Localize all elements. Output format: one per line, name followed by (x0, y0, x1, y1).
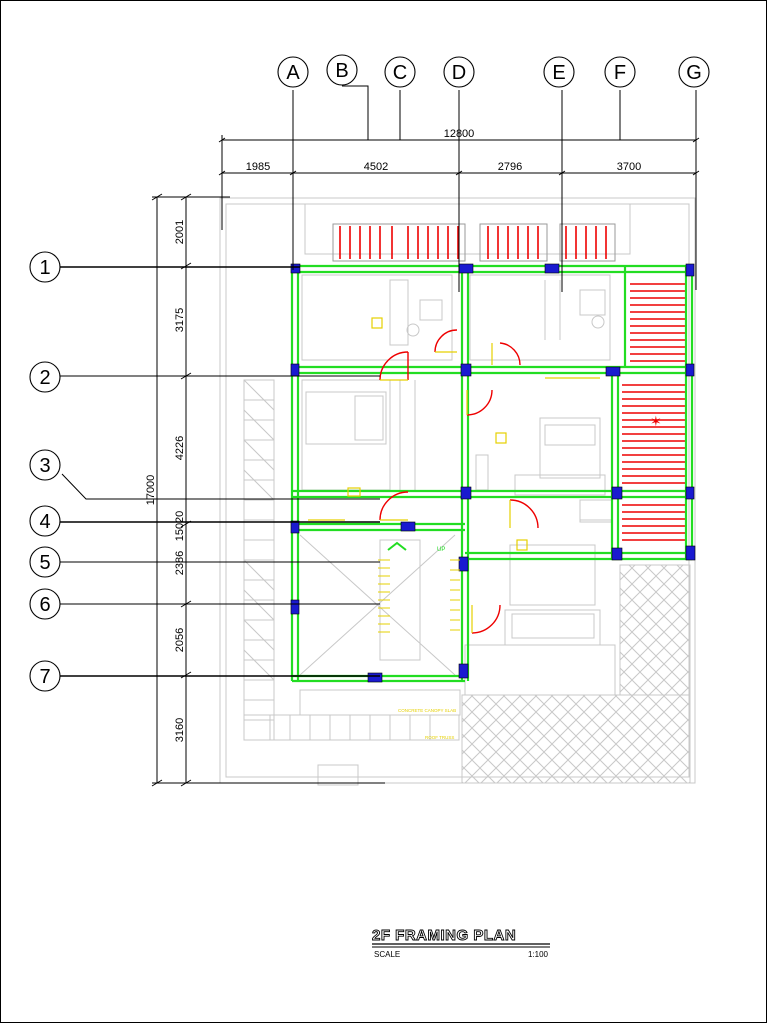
grid-bubble-4 (29, 505, 61, 537)
grid-label-G: G (686, 62, 702, 84)
grid-row-bubbles: 1 2 3 4 5 6 7 (29, 251, 61, 692)
column (685, 545, 696, 561)
top-dimensions (218, 85, 700, 292)
grid-bubble-F (604, 56, 636, 88)
column (685, 263, 695, 277)
grid-bubble-3 (29, 449, 61, 481)
column (458, 263, 474, 274)
grid-bubble-7 (29, 660, 61, 692)
grid-label-B: B (335, 60, 348, 82)
column (290, 263, 301, 274)
column (400, 521, 416, 532)
door-frames (308, 317, 600, 633)
scale-label: SCALE (374, 950, 400, 959)
grid-column-bubbles: A B C D E F G (277, 54, 710, 88)
drawing-title: 2F FRAMING PLAN (372, 927, 516, 944)
dim-seg-1: 1985 (246, 161, 270, 173)
dim-overall-height: 17000 (145, 475, 157, 506)
dim-sub-overall: 15020 (174, 511, 186, 542)
grid-bubble-D (443, 56, 475, 88)
column (458, 663, 469, 679)
grid-label-A: A (286, 62, 300, 84)
top-joist-frames (332, 223, 616, 262)
stair-treads (378, 559, 460, 633)
dim-left-seg-6: 3160 (174, 718, 186, 742)
title-block: 2F FRAMING PLAN SCALE 1:100 (372, 927, 550, 959)
column (290, 599, 300, 615)
grid-bubble-6 (29, 588, 61, 620)
grid-label-2: 2 (39, 367, 50, 389)
grid-row-leaders (60, 266, 380, 677)
grid-bubble-1 (29, 251, 61, 283)
grid-label-6: 6 (39, 594, 50, 616)
grid-bubble-G (678, 56, 710, 88)
grid-bubble-2 (29, 361, 61, 393)
column-layout (290, 263, 696, 683)
grid-label-3: 3 (39, 455, 50, 477)
dim-left-seg-5: 2056 (174, 628, 186, 652)
left-strip-hatch (243, 379, 275, 721)
scale-value: 1:100 (528, 950, 549, 959)
architectural-underlay (219, 197, 696, 786)
porch-hatch-right (619, 564, 691, 696)
column (290, 520, 300, 534)
dim-left-seg-3: 4226 (174, 436, 186, 460)
column (460, 363, 472, 377)
grid-label-7: 7 (39, 666, 50, 688)
grid-bubble-5 (29, 546, 61, 578)
column (685, 486, 695, 500)
grid-label-E: E (552, 62, 565, 84)
canopy-label: CONCRETE CANOPY SLAB (398, 708, 456, 713)
grid-label-C: C (393, 62, 407, 84)
dim-seg-4: 3700 (617, 161, 641, 173)
column (367, 672, 383, 683)
column (605, 366, 621, 377)
grid-label-5: 5 (39, 552, 50, 574)
dim-left-seg-2: 3175 (174, 308, 186, 332)
porch-hatch-lower (461, 694, 691, 784)
beam-layout (290, 264, 694, 683)
column (458, 556, 469, 572)
stair-up-label: UP (437, 547, 445, 553)
dim-left-seg-1: 2001 (174, 220, 186, 244)
roof-label: ROOF TRUSS (425, 735, 454, 740)
dim-overall-width: 12800 (444, 128, 475, 140)
column (611, 486, 623, 500)
grid-label-D: D (452, 62, 466, 84)
column (685, 363, 695, 377)
dim-seg-2: 4502 (364, 161, 388, 173)
grid-bubble-E (543, 56, 575, 88)
dim-seg-3: 2796 (498, 161, 522, 173)
column (544, 263, 560, 274)
grid-bubble-C (384, 56, 416, 88)
dim-left-seg-4: 2386 (174, 551, 186, 575)
grid-label-1: 1 (39, 257, 50, 279)
left-dimensions (151, 193, 385, 787)
column (460, 486, 472, 500)
grid-label-4: 4 (39, 511, 50, 533)
grid-label-F: F (614, 62, 626, 84)
door-swings (379, 329, 539, 634)
joist-direction-mark: ✶ (650, 413, 662, 429)
stair-arrow (387, 541, 407, 551)
column (611, 547, 623, 561)
right-joists (622, 283, 686, 541)
grid-bubble-A (277, 56, 309, 88)
grid-bubble-B (326, 54, 358, 86)
top-joists (339, 226, 607, 259)
column (290, 363, 300, 377)
